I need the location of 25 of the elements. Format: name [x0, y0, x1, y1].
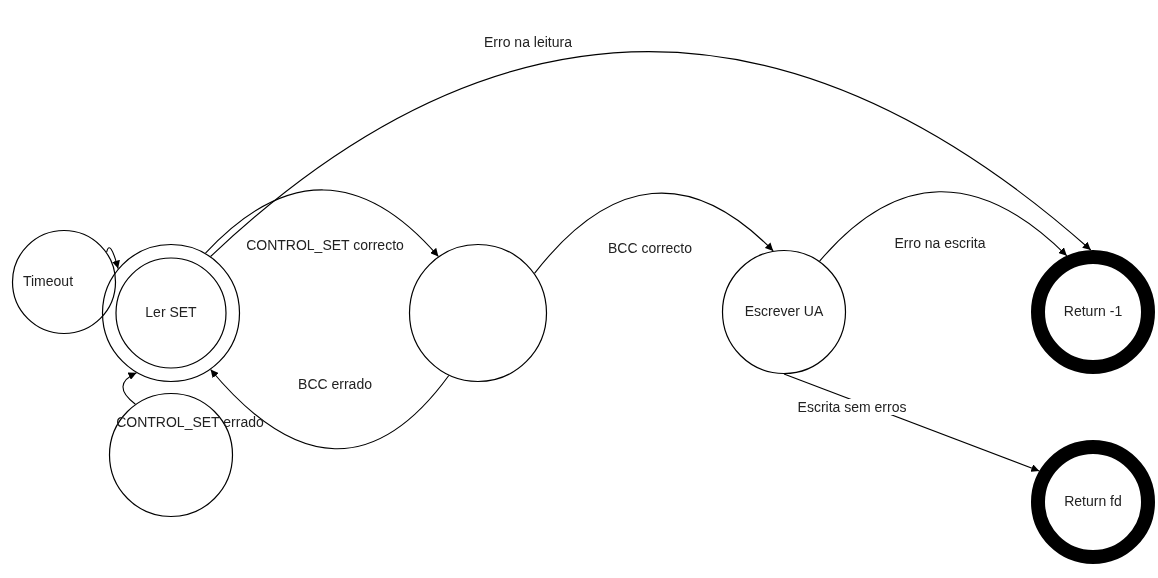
- edge-label: BCC correcto: [606, 240, 694, 256]
- transition-arrow: [210, 368, 450, 450]
- transition-arrow: [204, 189, 439, 258]
- final-state-circle: [1031, 250, 1155, 374]
- state-label: CONTROL_SET errado: [115, 414, 265, 432]
- edge-label: Escrita sem erros: [795, 399, 909, 415]
- edge-label: Erro na escrita: [892, 235, 988, 251]
- state-label: Escrever UA: [744, 303, 824, 321]
- state-label: Return fd: [1064, 493, 1122, 511]
- state-label: Timeout: [22, 273, 74, 291]
- state-circle: [722, 250, 846, 374]
- state-label: Return -1: [1063, 303, 1123, 321]
- final-state-circle: [1031, 440, 1155, 564]
- transition-arrow: [533, 193, 774, 274]
- edge-label: BCC errado: [296, 376, 374, 392]
- state-circle: [12, 230, 116, 334]
- state-label: Ler SET: [145, 304, 197, 322]
- transition-arrow: [210, 51, 1092, 258]
- state-circle: [409, 244, 547, 382]
- transition-arrow: [106, 247, 120, 270]
- edge-label: Erro na leitura: [482, 34, 574, 50]
- edge-label: CONTROL_SET correcto: [244, 237, 406, 253]
- transition-arrow: [122, 372, 138, 405]
- start-state-circle: [102, 244, 240, 382]
- transition-arrow: [819, 191, 1068, 262]
